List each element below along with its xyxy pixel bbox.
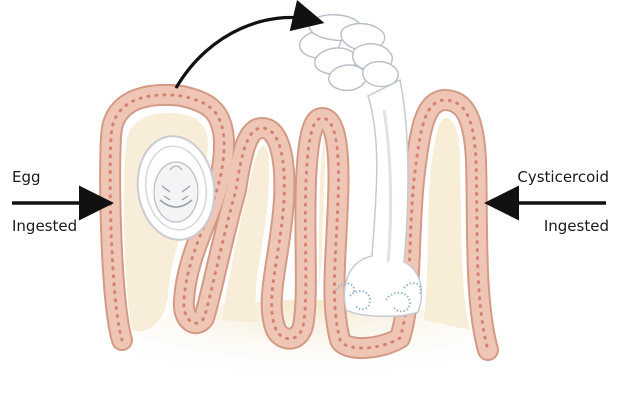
egg-ingested-label: Ingested — [12, 217, 77, 235]
cysticercoid-ingested-label: Ingested — [544, 217, 609, 235]
development-arrow — [176, 18, 312, 88]
egg-label: Egg — [12, 168, 41, 186]
cysticercoid-label: Cysticercoid — [517, 168, 609, 186]
